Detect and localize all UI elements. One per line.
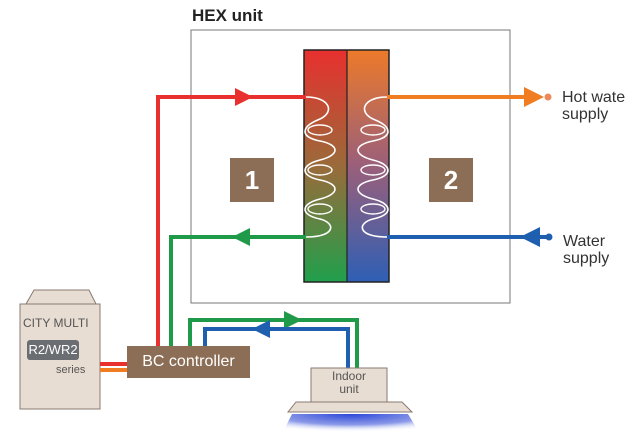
water-line2: supply <box>563 250 610 267</box>
coil-loop-l3 <box>307 203 333 215</box>
hex-unit-box <box>190 29 511 304</box>
outdoor-unit-model: R2/WR2 <box>27 340 79 360</box>
indoor-airflow <box>282 414 420 434</box>
indoor-pipe-blue <box>203 327 350 372</box>
indoor-green-arrow <box>284 311 302 329</box>
water-coil <box>357 96 389 238</box>
coil-loop-l1 <box>307 124 333 136</box>
indoor-line1: Indoor <box>331 369 367 383</box>
cool-refrigerant-pipe <box>169 235 306 350</box>
hex-unit-title: HEX unit <box>192 6 263 25</box>
circuit-2-badge: 2 <box>429 158 473 202</box>
hot-water-line1: Hot wate <box>562 89 626 106</box>
coil-loop-r2 <box>360 164 386 176</box>
coil-loop-l2 <box>307 164 333 176</box>
water-supply-arrow <box>520 227 540 247</box>
hot-water-end <box>544 93 552 101</box>
cool-refrigerant-arrow <box>232 228 250 246</box>
hot-water-line2: supply <box>562 106 609 123</box>
outdoor-unit-cap <box>25 289 97 305</box>
bc-controller: BC controller <box>127 346 250 378</box>
hot-water-supply-label: Hot wate supply <box>562 89 625 123</box>
coil-loop-r1 <box>360 124 386 136</box>
outdoor-unit-brand: CITY MULTI <box>23 316 89 330</box>
hot-refrigerant-arrow <box>235 88 253 106</box>
water-supply-end <box>545 233 553 241</box>
water-supply-label: Water supply <box>563 233 609 267</box>
circuit-1-badge: 1 <box>230 158 274 202</box>
indoor-unit-panel <box>286 401 414 413</box>
indoor-blue-arrow <box>252 320 270 338</box>
indoor-unit-body <box>310 367 388 403</box>
indoor-unit-label: Indoor unit <box>318 370 380 396</box>
indoor-pipe-green <box>188 318 359 372</box>
coil-loop-r3 <box>360 203 386 215</box>
refrigerant-coil <box>304 96 336 238</box>
indoor-line2: unit <box>339 382 359 396</box>
hot-water-arrow <box>524 87 544 107</box>
hot-refrigerant-pipe <box>156 95 306 350</box>
water-line1: Water <box>563 233 606 250</box>
outdoor-unit-series: series <box>56 364 86 376</box>
